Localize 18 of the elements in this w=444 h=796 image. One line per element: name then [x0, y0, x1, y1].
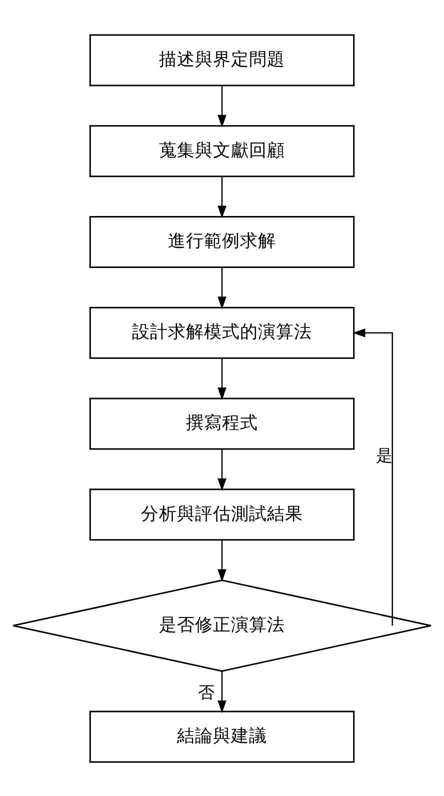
arrow	[218, 670, 226, 713]
arrow	[352, 328, 393, 626]
node-box: 描述與界定問題	[89, 34, 355, 86]
node-box: 結論與建議	[89, 710, 355, 762]
node-diamond: 是否修正演算法	[12, 578, 432, 672]
arrow	[218, 176, 226, 218]
edge-label: 是	[376, 445, 392, 464]
node-box: 設計求解模式的演算法	[89, 306, 355, 358]
arrow	[218, 358, 226, 400]
arrow	[218, 540, 226, 582]
node-box: 撰寫程式	[89, 397, 355, 450]
arrow	[218, 85, 226, 128]
node-box: 蒐集與文獻回顧	[89, 124, 355, 177]
arrow	[218, 266, 226, 309]
edge-label: 否	[198, 682, 214, 702]
node-box: 進行範例求解	[89, 216, 355, 268]
node-box: 分析與評估測試結果	[89, 488, 355, 540]
arrow	[218, 448, 226, 491]
